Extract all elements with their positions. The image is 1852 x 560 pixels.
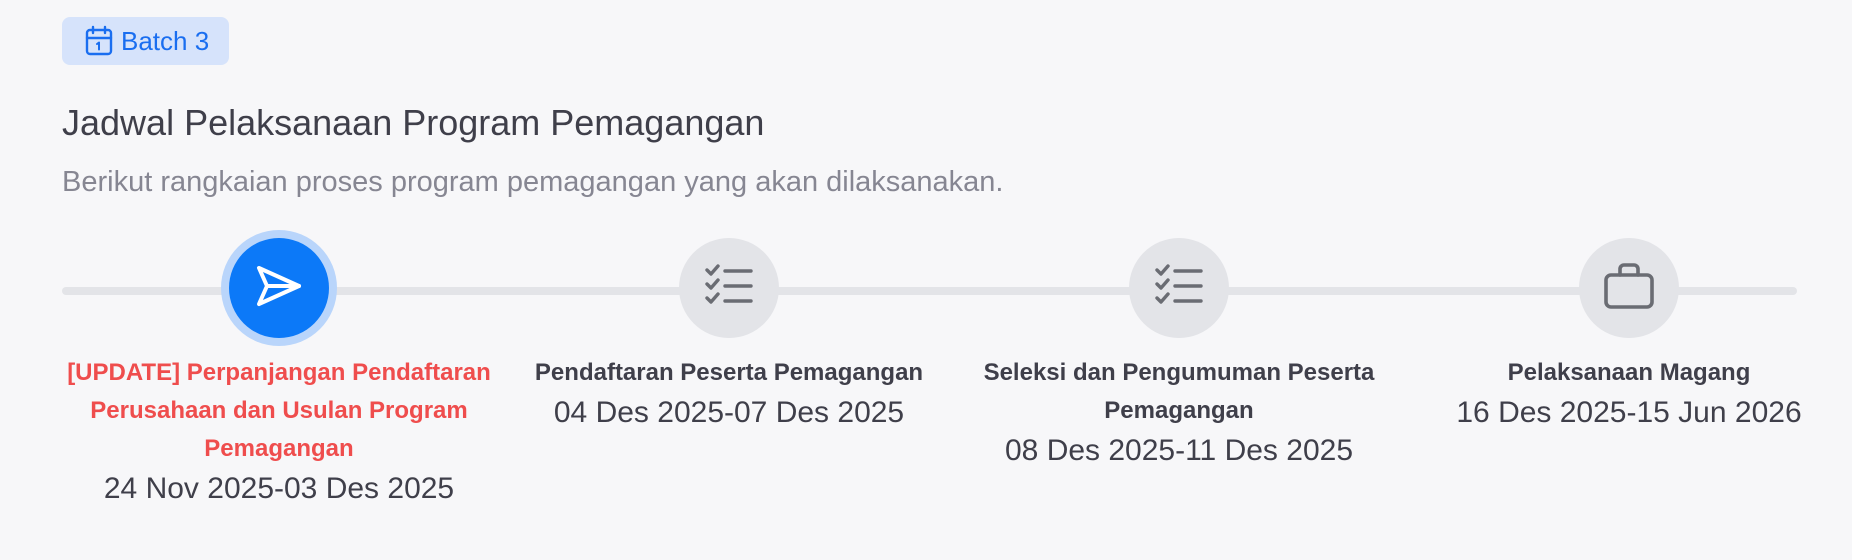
timeline-step-1-name: [UPDATE] Perpanjangan Pendaftaran Perusa… (67, 359, 491, 462)
batch-badge: Batch 3 (62, 17, 230, 65)
timeline-step-4: Pelaksanaan Magang 16 Des 2025-15 Jun 20… (1414, 354, 1844, 432)
timeline-step-3-marker[interactable] (1129, 238, 1229, 338)
page-subtitle: Berikut rangkaian proses program pemagan… (62, 166, 1004, 198)
timeline-step-3: Seleksi dan Pengumuman Peserta Pemaganga… (964, 354, 1394, 470)
timeline-step-1-date: 24 Nov 2025-03 Des 2025 (103, 472, 455, 505)
send-icon (253, 260, 305, 317)
batch-badge-label: Batch 3 (121, 25, 210, 56)
timeline-step-2: Pendaftaran Peserta Pemagangan 04 Des 20… (514, 354, 944, 432)
timeline-step-2-marker[interactable] (679, 238, 779, 338)
timeline-step-3-name: Seleksi dan Pengumuman Peserta Pemaganga… (983, 359, 1375, 424)
calendar-icon (83, 25, 115, 57)
timeline-step-4-marker[interactable] (1579, 238, 1679, 338)
timeline-step-1: [UPDATE] Perpanjangan Pendaftaran Perusa… (64, 354, 494, 508)
timeline-step-4-date: 16 Des 2025-15 Jun 2026 (1456, 396, 1802, 429)
page-title: Jadwal Pelaksanaan Program Pemagangan (62, 102, 765, 143)
timeline-step-1-marker[interactable] (229, 238, 329, 338)
timeline-track (62, 287, 1797, 295)
briefcase-icon (1603, 262, 1655, 315)
checklist-icon (1155, 263, 1203, 313)
timeline-step-2-date: 04 Des 2025-07 Des 2025 (553, 396, 905, 429)
checklist-icon (705, 263, 753, 313)
timeline-step-4-name: Pelaksanaan Magang (1507, 359, 1751, 386)
timeline-step-2-name: Pendaftaran Peserta Pemagangan (534, 359, 924, 386)
timeline-step-3-date: 08 Des 2025-11 Des 2025 (1004, 434, 1354, 467)
